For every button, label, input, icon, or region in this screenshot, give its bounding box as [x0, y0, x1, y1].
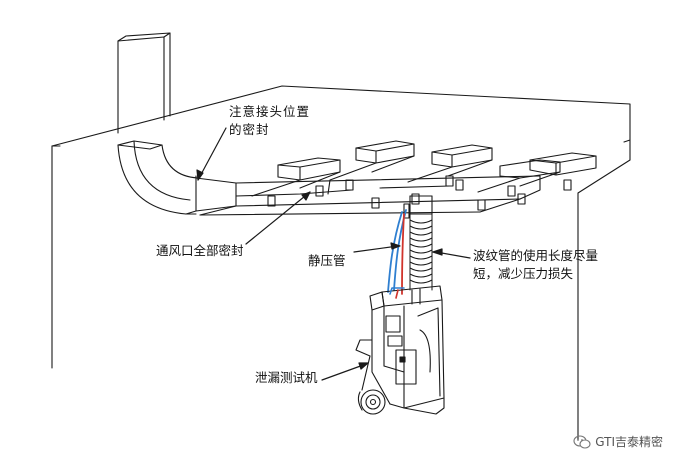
label-bellows-note: 波纹管的使用长度尽量短，减少压力损失 — [473, 248, 599, 281]
bellows-hose — [409, 213, 433, 291]
arrow-vent — [245, 191, 311, 245]
watermark: GTI吉泰精密 — [573, 433, 663, 450]
exhaust-stack — [117, 32, 171, 134]
arrowhead-joint — [196, 169, 204, 181]
label-leak-tester: 泄漏测试机 — [255, 370, 318, 385]
label-static-pressure-tube: 静压管 — [308, 253, 346, 268]
main-duct — [195, 175, 541, 216]
diffusers — [267, 175, 572, 211]
static-pressure-tubes — [387, 209, 407, 295]
callout-arrows — [196, 127, 471, 381]
elbow-duct — [117, 140, 199, 215]
arrowhead-bellows — [432, 248, 443, 256]
wechat-icon — [573, 434, 591, 449]
branch-ducts — [235, 155, 561, 197]
arrowhead-vent — [301, 191, 311, 201]
watermark-text: GTI吉泰精密 — [595, 435, 663, 449]
arrow-joint — [197, 127, 227, 181]
ceiling-hangers — [277, 140, 597, 181]
ceiling-slab — [51, 85, 631, 441]
label-joint-seal: 注意接头位置的密封 — [229, 104, 311, 137]
arrowhead-static — [390, 242, 401, 250]
leak-test-machine — [355, 285, 445, 415]
drop-duct — [403, 195, 433, 219]
arrow-tester — [321, 363, 367, 381]
label-vent-seal: 通风口全部密封 — [156, 243, 244, 258]
arrowhead-tester — [358, 362, 369, 370]
arrow-static — [353, 245, 399, 253]
